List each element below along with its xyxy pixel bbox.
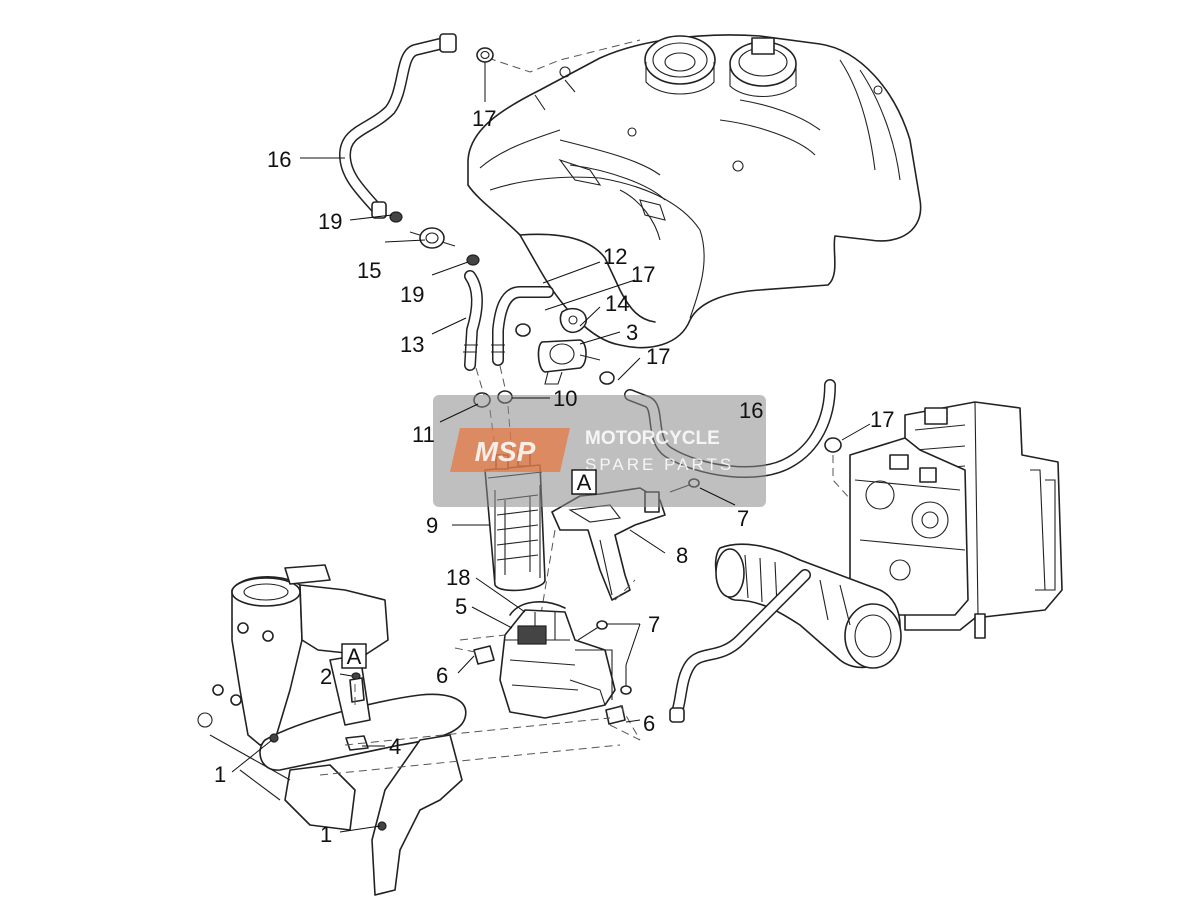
callout-17-far-right: 17	[870, 407, 894, 432]
screws-7-lower	[577, 620, 632, 695]
callout-7-lower: 7	[648, 612, 660, 637]
callout-8: 8	[676, 543, 688, 568]
clamp-17-right	[599, 371, 615, 385]
strap-18	[509, 601, 566, 616]
clip-6-right	[605, 705, 626, 725]
callout-1-lower: 1	[320, 822, 332, 847]
nut-2	[349, 672, 365, 703]
reference-mark-a-frame: A	[341, 643, 367, 669]
callout-14: 14	[605, 291, 629, 316]
callout-16-lower: 16	[739, 398, 763, 423]
callout-15: 15	[357, 258, 381, 283]
assembly-guide-bracket	[539, 529, 636, 621]
callout-7-upper: 7	[737, 506, 749, 531]
callout-6-left: 6	[436, 663, 448, 688]
callout-6-right: 6	[643, 711, 655, 736]
callout-9: 9	[426, 513, 438, 538]
callout-18: 18	[446, 565, 470, 590]
valve-15	[409, 227, 456, 249]
callout-10: 10	[553, 386, 577, 411]
clamp-17-top	[476, 47, 494, 63]
hose-13	[463, 270, 483, 371]
intake-manifold	[714, 543, 902, 669]
callout-17-top: 17	[472, 106, 496, 131]
watermark: MSP MOTORCYCLE SPARE PARTS	[433, 395, 766, 507]
callout-3: 3	[626, 320, 638, 345]
clamp-17-far-right	[824, 437, 842, 453]
callout-labels: 16 17 19 15 19 12 17 14 13 3 17 10 11 16…	[214, 106, 894, 847]
callout-17-right: 17	[646, 344, 670, 369]
watermark-backdrop	[433, 395, 766, 507]
canister-holder-5	[499, 609, 616, 719]
callout-1-upper: 1	[214, 762, 226, 787]
assembly-guide-frame	[319, 680, 621, 776]
callout-5: 5	[455, 594, 467, 619]
reference-mark-a-bracket-label: A	[577, 470, 592, 495]
watermark-logo-shape	[450, 428, 570, 472]
callout-16-upper: 16	[267, 147, 291, 172]
purge-valve-3	[537, 339, 601, 385]
callout-19-lower: 19	[400, 282, 424, 307]
watermark-line-2: SPARE PARTS	[585, 455, 734, 474]
callout-2: 2	[320, 664, 332, 689]
clamp-17-mid	[515, 323, 531, 337]
hose-16-upper	[339, 33, 457, 219]
assembly-guide-tank	[487, 39, 641, 73]
clamp-19-lower	[466, 254, 480, 266]
callout-13: 13	[400, 332, 424, 357]
drain-hose	[669, 569, 811, 723]
clamp-19-upper	[389, 211, 403, 223]
frame	[197, 564, 467, 896]
reference-mark-a-bracket: A	[571, 469, 597, 495]
bracket-14	[559, 307, 588, 334]
callout-12: 12	[603, 244, 627, 269]
leader-lines	[231, 62, 871, 833]
callout-19-upper: 19	[318, 209, 342, 234]
assembly-guide-hoses	[475, 365, 513, 456]
clip-6-left	[473, 645, 495, 665]
watermark-logo-text: MSP	[475, 436, 536, 467]
fuel-tank	[467, 34, 922, 349]
hose-12	[491, 286, 554, 366]
callout-4: 4	[389, 734, 401, 759]
watermark-line-1: MOTORCYCLE	[585, 428, 720, 449]
reference-mark-a-frame-label: A	[347, 644, 362, 669]
callout-17-mid: 17	[631, 262, 655, 287]
callout-11: 11	[412, 422, 435, 447]
